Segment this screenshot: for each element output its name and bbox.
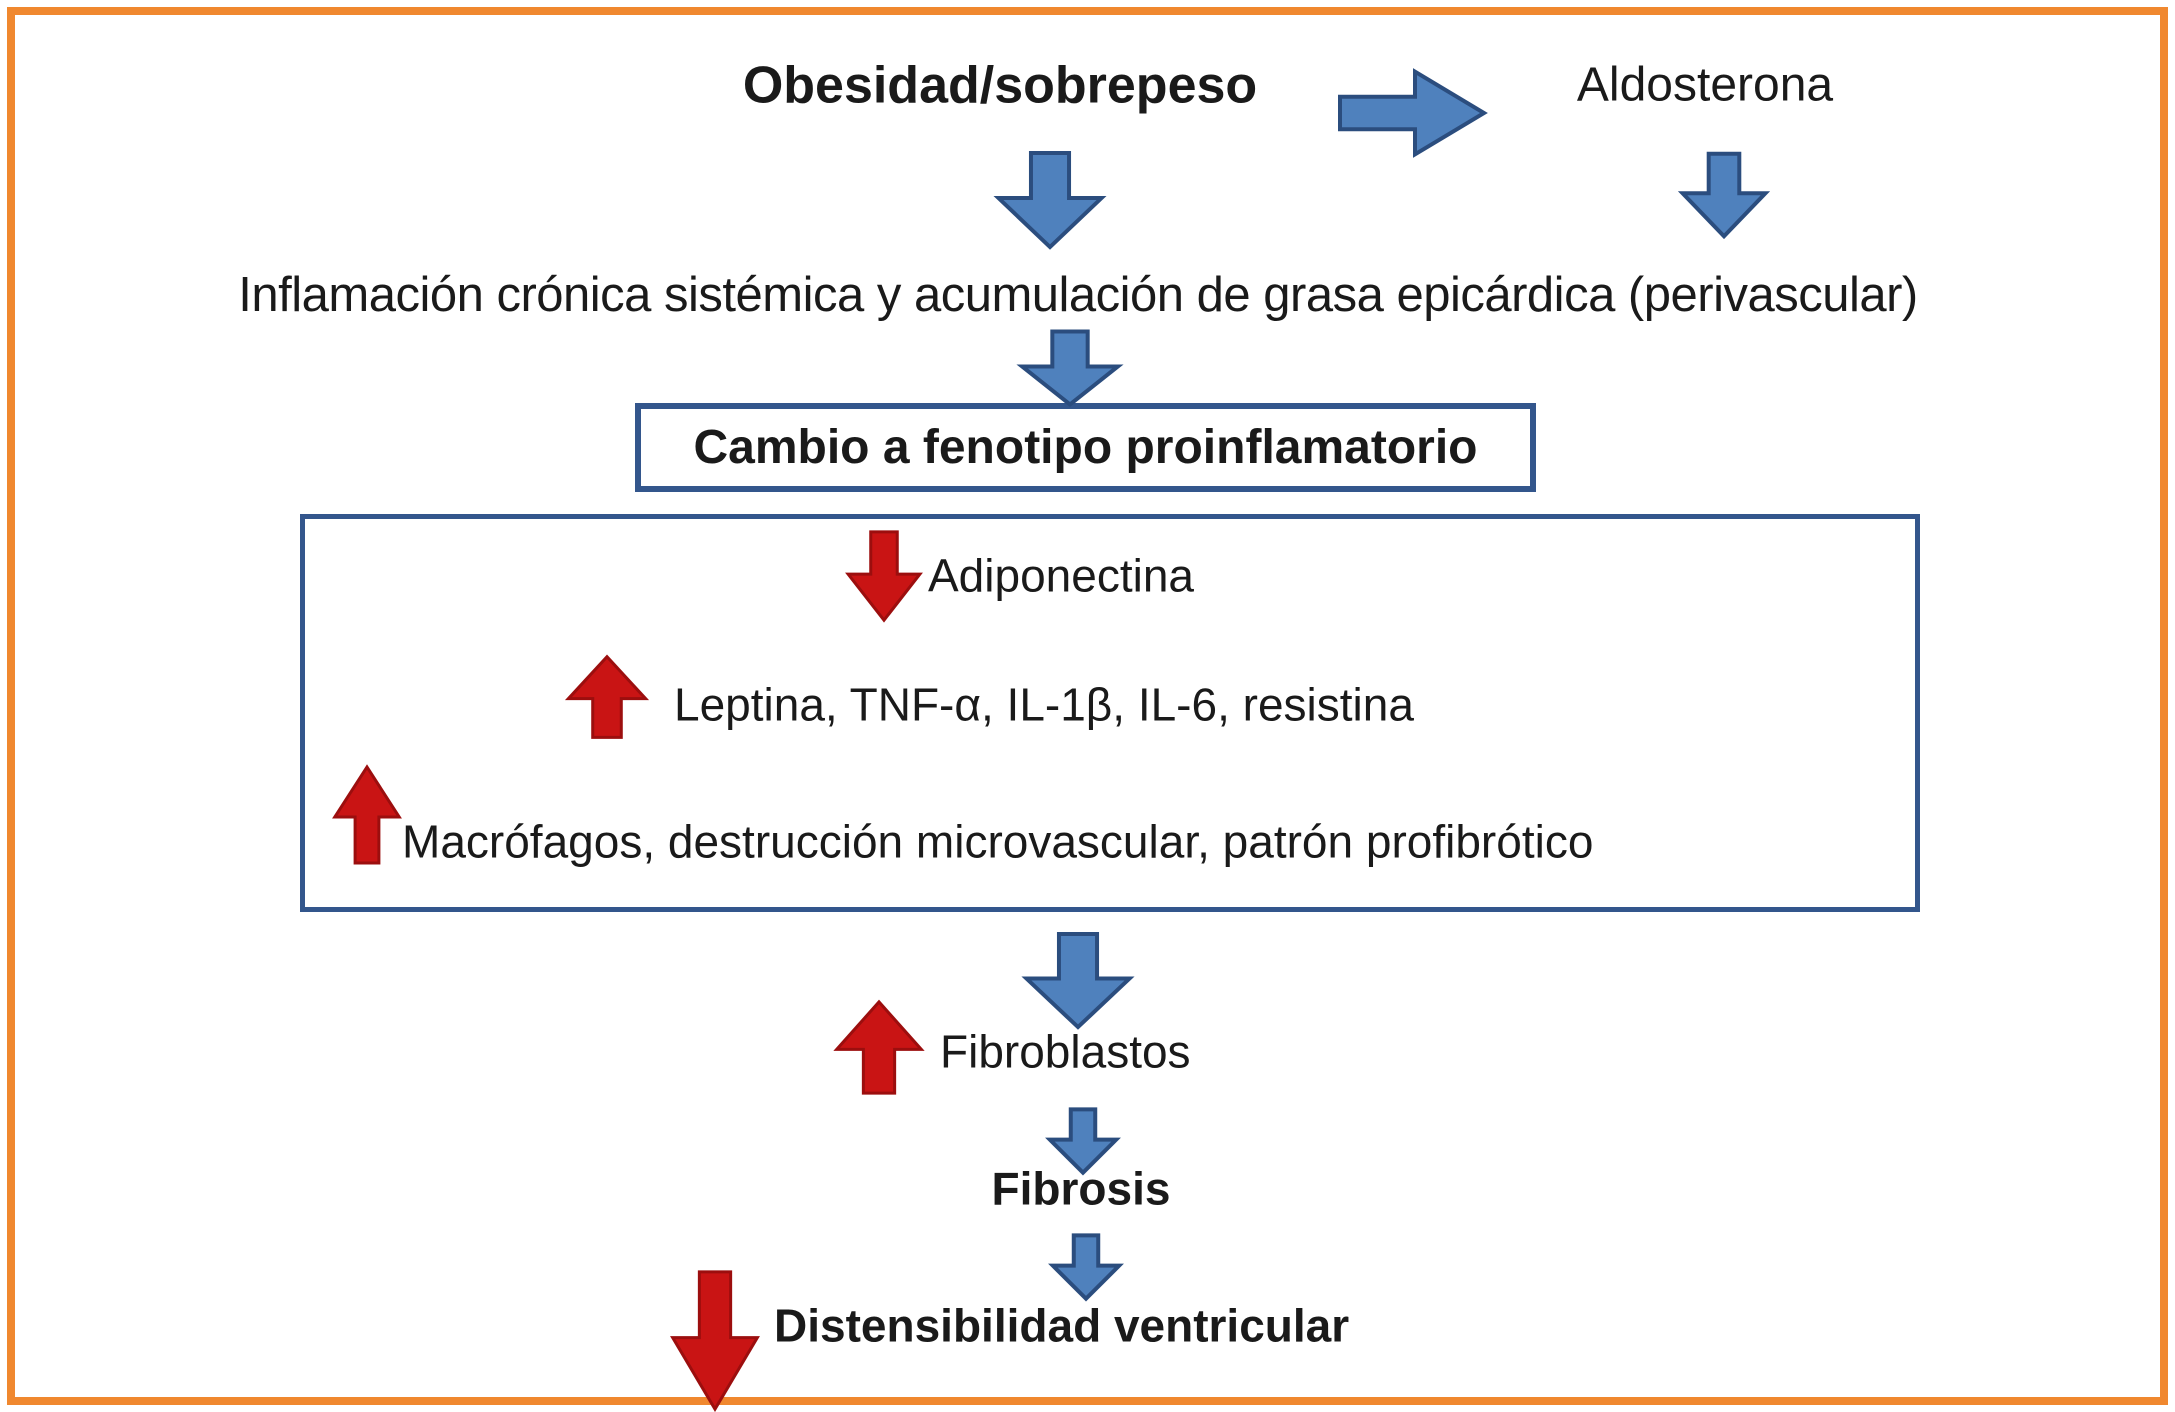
mediators-box: [300, 514, 1920, 912]
red-down-arrow-icon: [669, 1269, 761, 1412]
blue-down-arrow-icon: [1679, 152, 1769, 238]
node-distensibilidad: Distensibilidad ventricular: [774, 1299, 1350, 1352]
blue-down-arrow-icon: [1022, 932, 1134, 1029]
blue-down-arrow-icon: [994, 151, 1106, 249]
node-adiponectina: Adiponectina: [928, 549, 1194, 602]
node-obesidad: Obesidad/sobrepeso: [742, 56, 1258, 115]
node-cambio-fenotipo-box: Cambio a fenotipo proinflamatorio: [635, 403, 1536, 492]
red-down-arrow-icon: [845, 530, 923, 622]
blue-right-arrow-icon: [1337, 68, 1487, 158]
red-up-arrow-icon: [833, 1000, 925, 1095]
red-up-arrow-icon: [565, 655, 649, 739]
blue-down-arrow-icon: [1050, 1234, 1122, 1300]
node-leptina: Leptina, TNF-α, IL-1β, IL-6, resistina: [674, 678, 1414, 731]
node-cambio-fenotipo-label: Cambio a fenotipo proinflamatorio: [693, 421, 1478, 474]
node-fibroblastos: Fibroblastos: [940, 1025, 1191, 1078]
red-up-arrow-icon: [332, 765, 402, 865]
figure-border-frame: [7, 7, 2168, 1405]
blue-down-arrow-icon: [1018, 330, 1122, 406]
node-aldosterona: Aldosterona: [1576, 58, 1834, 112]
blue-down-arrow-icon: [1047, 1108, 1119, 1174]
node-macrofagos: Macrófagos, destrucción microvascular, p…: [402, 815, 1594, 868]
node-inflamacion: Inflamación crónica sistémica y acumulac…: [238, 268, 1918, 323]
